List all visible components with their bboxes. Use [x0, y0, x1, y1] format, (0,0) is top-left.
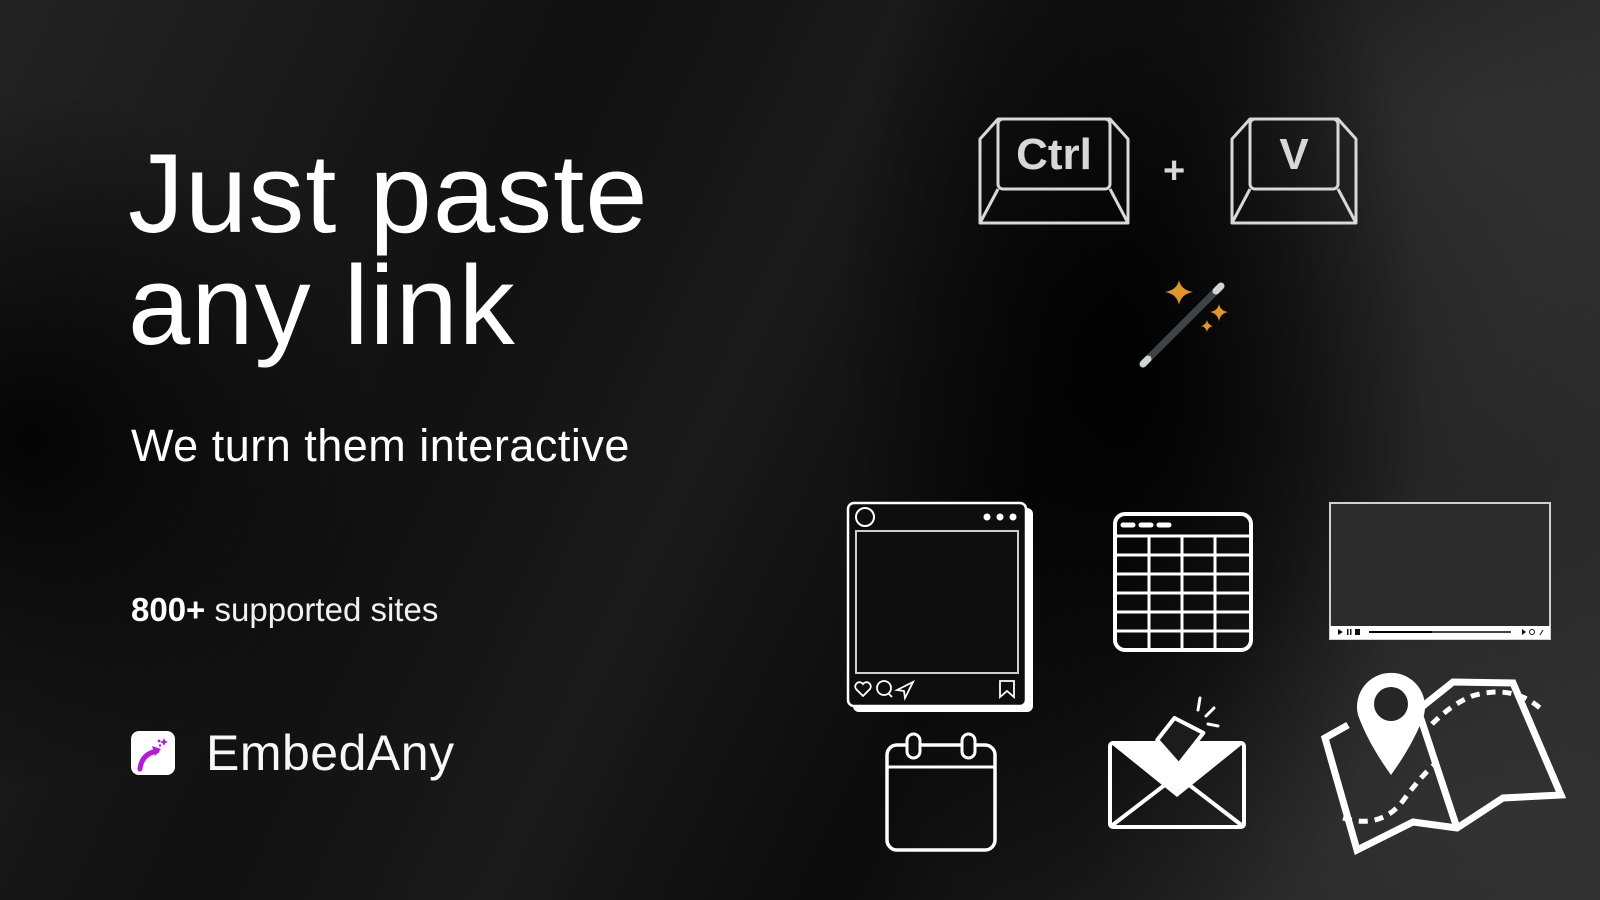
brand-name: EmbedAny — [206, 725, 455, 781]
supported-count: 800+ — [131, 591, 206, 628]
headline: Just paste any link — [128, 138, 649, 362]
ctrl-key-icon: Ctrl — [978, 117, 1130, 225]
supported-label: supported sites — [214, 591, 439, 628]
magic-arrow-icon — [137, 738, 168, 772]
headline-line-1: Just paste — [128, 131, 649, 256]
email-campaign-icon — [1108, 694, 1248, 829]
magic-wand-icon — [1135, 278, 1230, 373]
supported-sites-text: 800+ supported sites — [131, 590, 438, 630]
map-location-icon — [1320, 660, 1567, 860]
plus-sign: + — [1163, 150, 1186, 192]
calendar-icon — [885, 732, 997, 852]
subheadline: We turn them interactive — [131, 420, 630, 471]
headline-line-2: any link — [128, 243, 516, 368]
brand: EmbedAny — [131, 725, 455, 781]
ctrl-key-label: Ctrl — [1016, 130, 1092, 179]
social-post-icon — [846, 501, 1035, 714]
v-key-label: V — [1279, 130, 1309, 179]
spreadsheet-icon — [1113, 512, 1253, 652]
brand-logo — [131, 731, 175, 775]
video-player-icon — [1329, 502, 1551, 640]
v-key-icon: V — [1230, 117, 1358, 225]
